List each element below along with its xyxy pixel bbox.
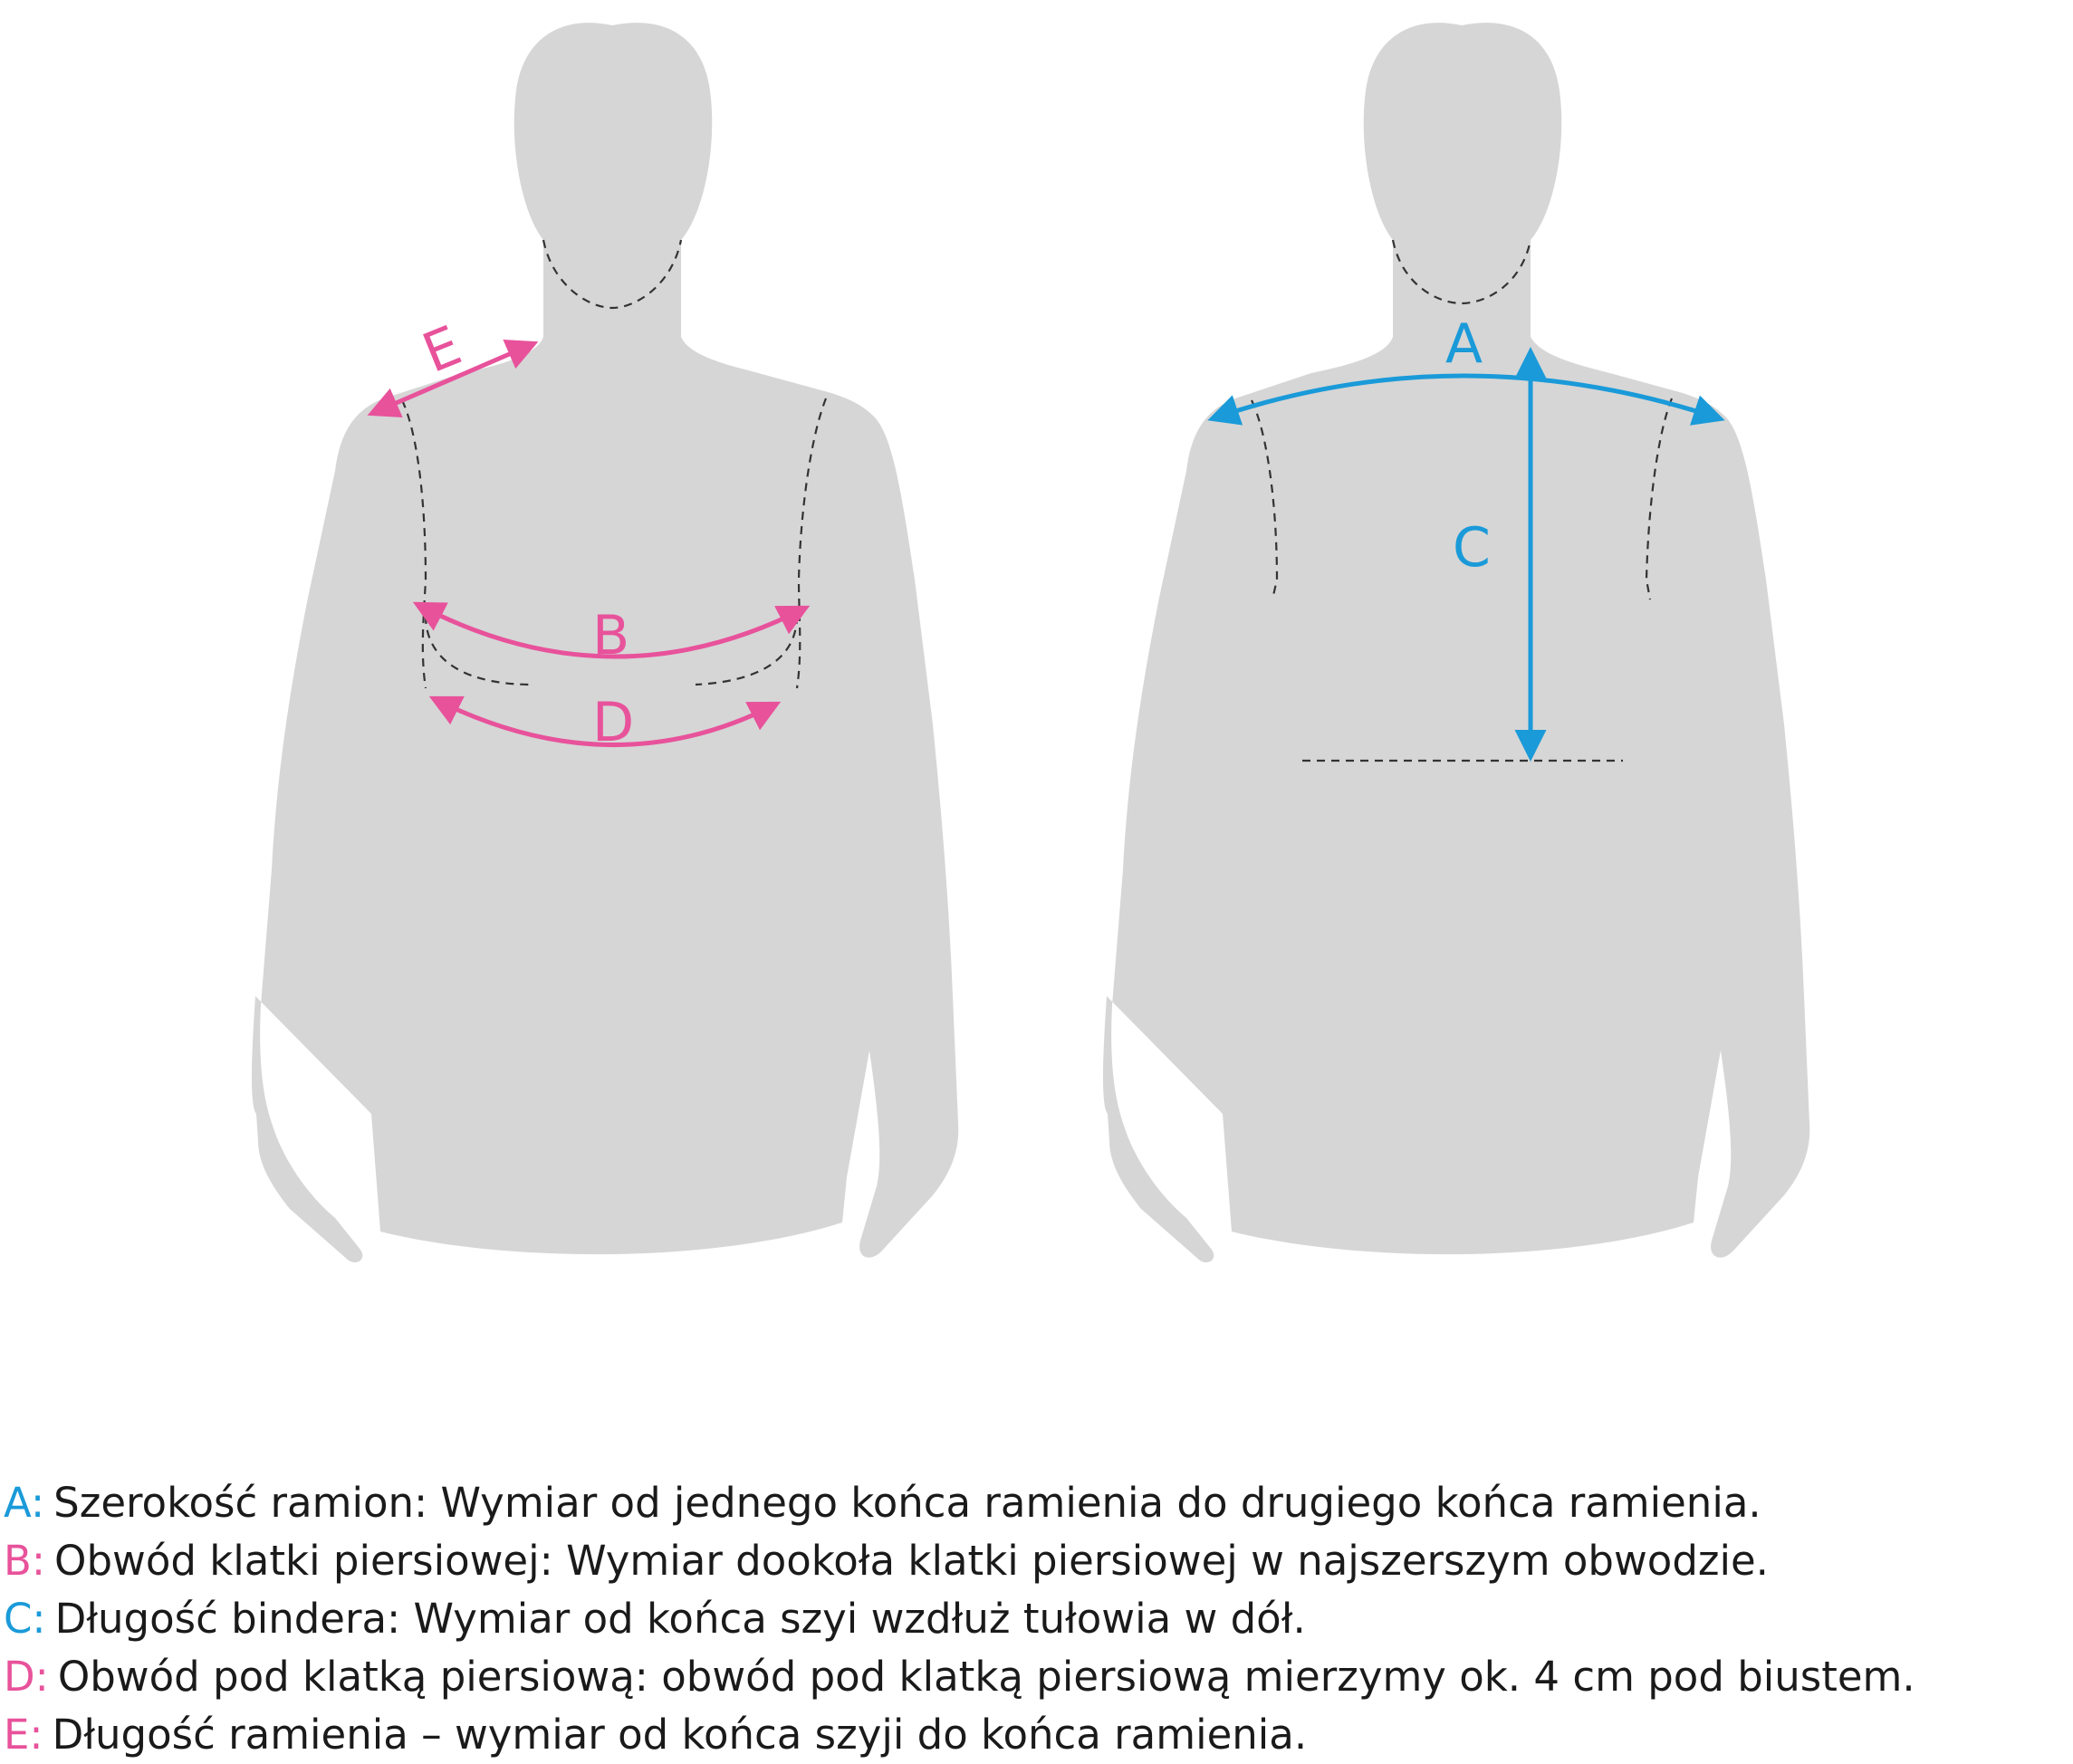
legend-row-e: E:Długość ramienia – wymiar od końca szy… [4, 1706, 2073, 1764]
front-silhouette [251, 23, 959, 1263]
label-c: C [1453, 516, 1491, 580]
measure-e-arrow [367, 340, 539, 417]
legend-key-d: D: [4, 1653, 49, 1701]
measure-d-arrow [428, 695, 782, 748]
legend-text-d: Obwód pod klatką piersiową: obwód pod kl… [57, 1653, 1915, 1701]
legend-row-c: C:Długość bindera: Wymiar od końca szyi … [4, 1590, 2073, 1648]
back-neckline [1391, 239, 1532, 305]
label-e: E [414, 314, 469, 386]
back-silhouette [1102, 23, 1810, 1263]
front-mannequin [251, 23, 959, 1263]
legend-key-e: E: [4, 1711, 43, 1759]
label-d: D [592, 691, 634, 754]
front-neckline [542, 239, 683, 310]
label-b: B [592, 604, 629, 667]
legend-text-c: Długość bindera: Wymiar od końca szyi wz… [54, 1595, 1306, 1643]
legend-key-a: A: [4, 1479, 45, 1527]
label-a: A [1445, 312, 1483, 376]
legend-row-d: D:Obwód pod klatką piersiową: obwód pod … [4, 1648, 2073, 1706]
legend-text-a: Szerokość ramion: Wymiar od jednego końc… [53, 1479, 1761, 1527]
legend-key-c: C: [4, 1595, 46, 1643]
legend-row-b: B:Obwód klatki piersiowej: Wymiar dookoł… [4, 1532, 2073, 1590]
front-left-armhole [401, 399, 427, 689]
legend-text-b: Obwód klatki piersiowej: Wymiar dookoła … [54, 1537, 1769, 1585]
front-right-armhole [795, 398, 828, 689]
legend-row-a: A:Szerokość ramion: Wymiar od jednego ko… [4, 1474, 2073, 1532]
measurement-diagram: E B D A C [251, 23, 1810, 1263]
legend-text-e: Długość ramienia – wymiar od końca szyji… [52, 1711, 1308, 1759]
legend: A:Szerokość ramion: Wymiar od jednego ko… [4, 1474, 2073, 1764]
measure-b-arrow [412, 601, 811, 659]
measure-a-arrow [1207, 373, 1725, 426]
legend-key-b: B: [4, 1537, 46, 1585]
back-mannequin [1102, 23, 1810, 1263]
